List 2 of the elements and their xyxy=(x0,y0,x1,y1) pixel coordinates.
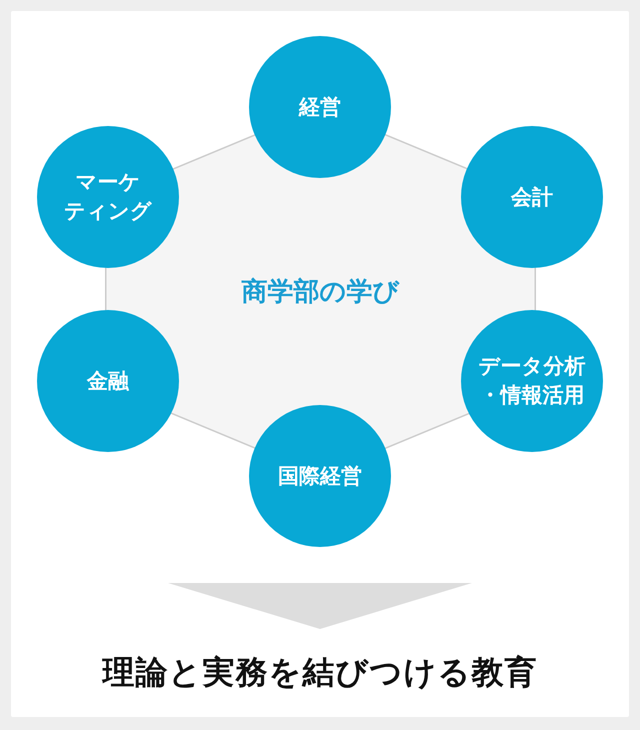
center-label: 商学部の学び xyxy=(242,276,400,308)
conclusion-text: 理論と実務を結びつける教育 xyxy=(102,653,538,691)
